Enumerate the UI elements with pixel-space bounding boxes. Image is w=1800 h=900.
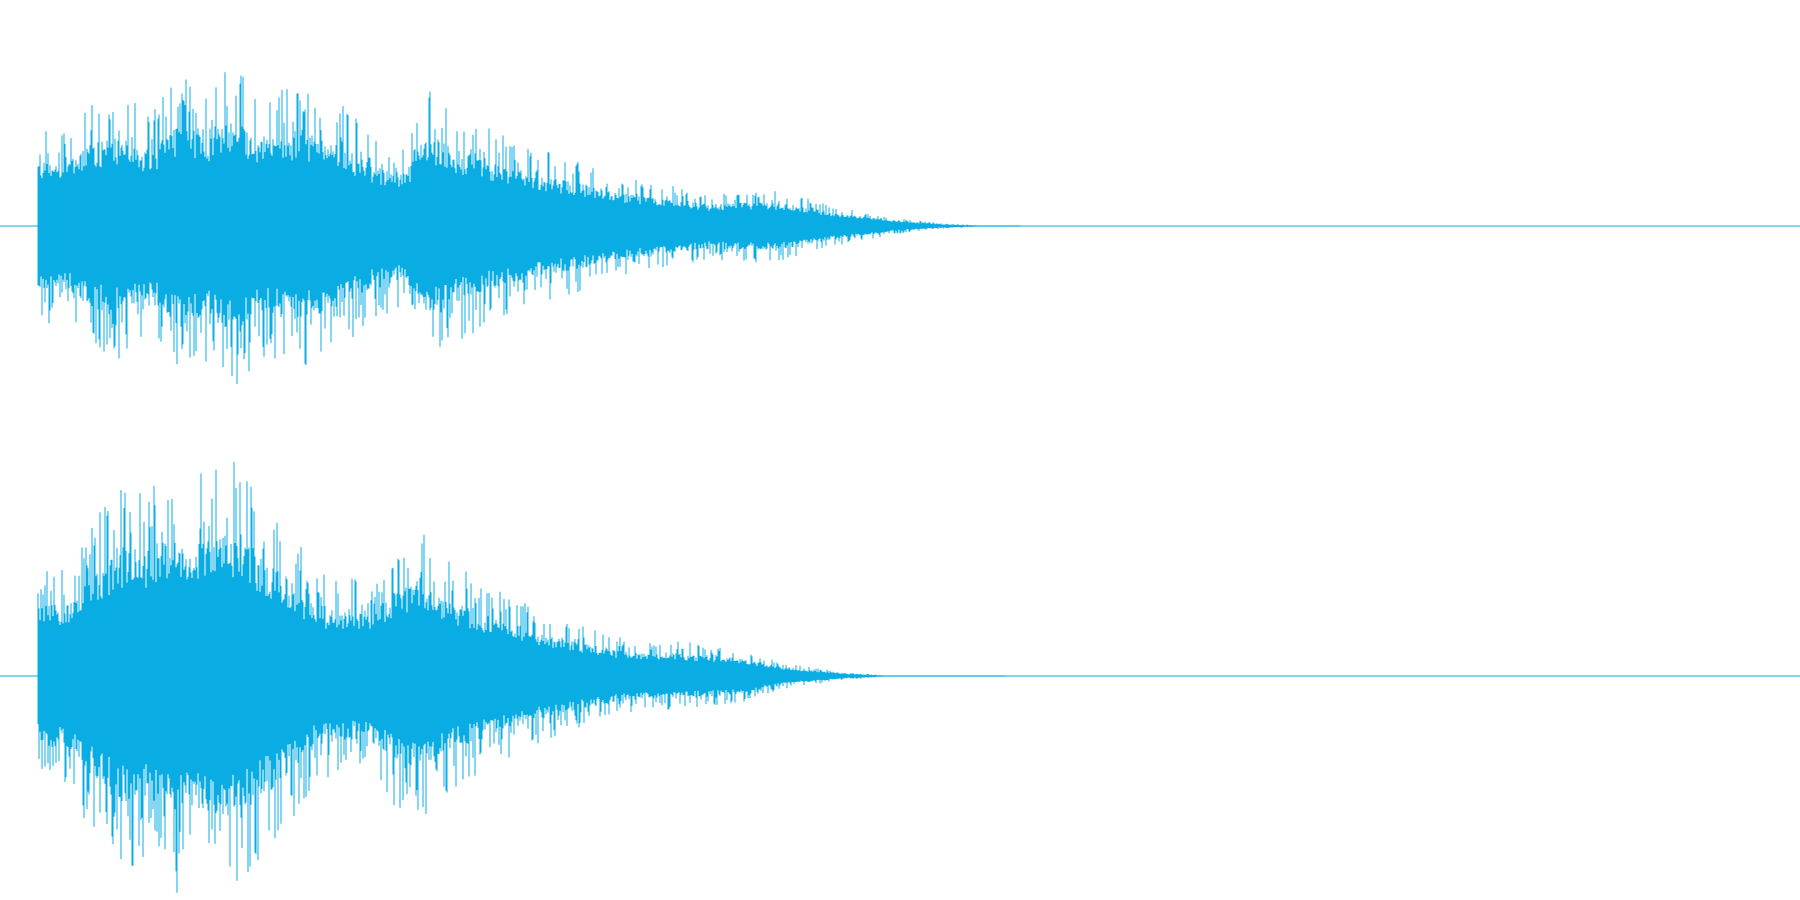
waveform-channel-1 <box>37 72 1021 384</box>
waveform-channel-2 <box>37 462 1006 893</box>
